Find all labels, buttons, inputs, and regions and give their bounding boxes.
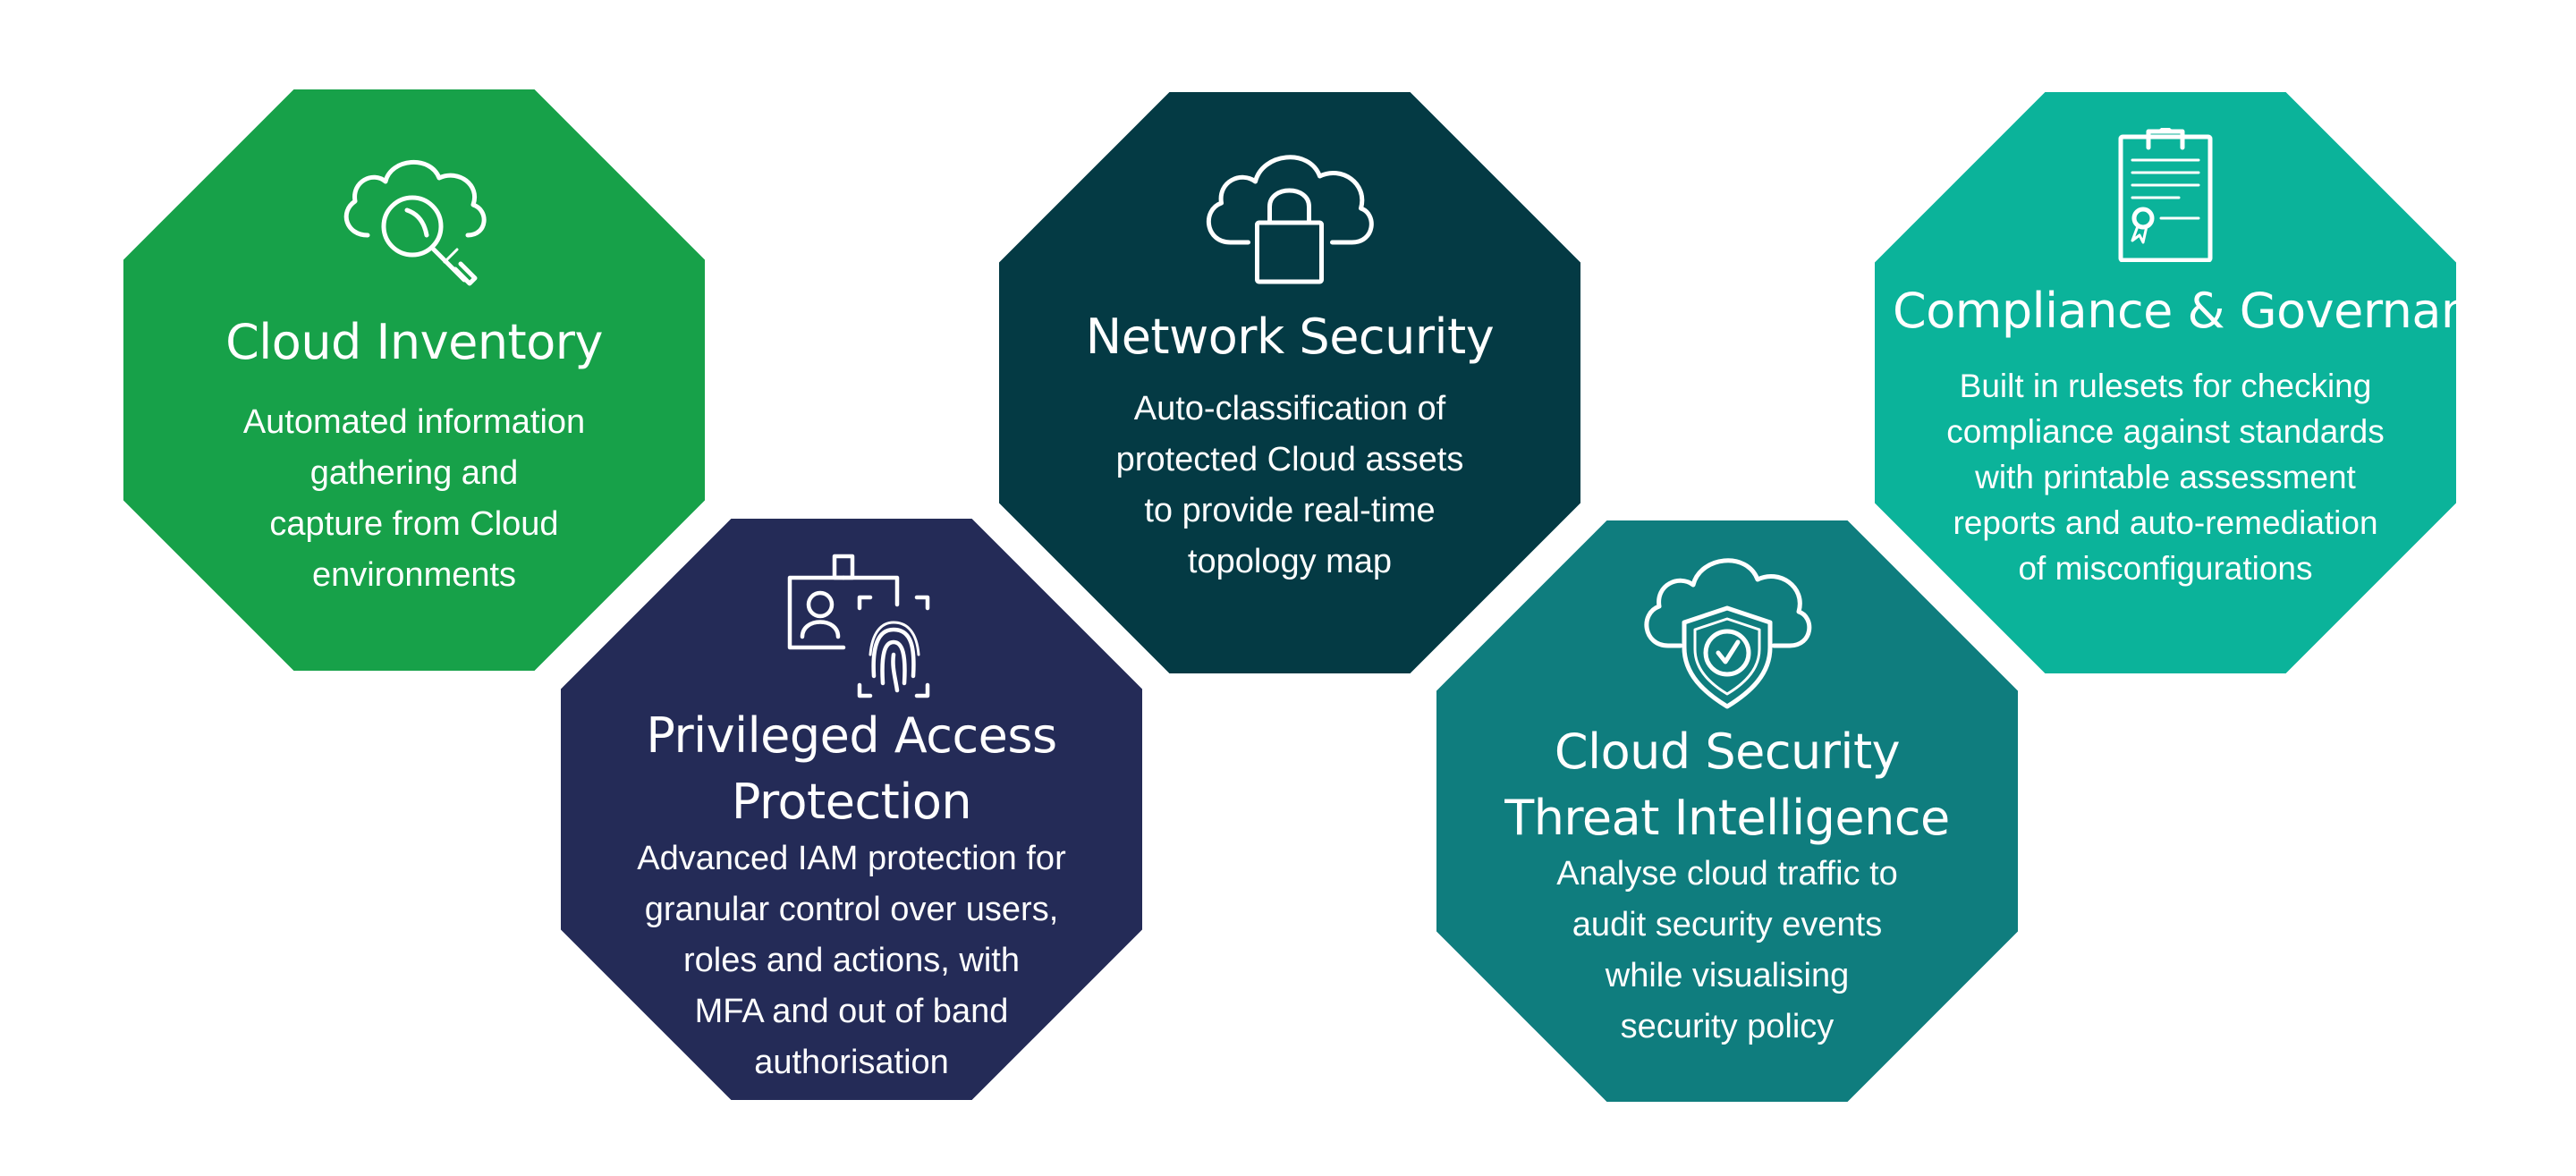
cloud-inventory-card: Cloud Inventory Automated information ga… [123, 89, 705, 671]
description-line: to provide real-time [1144, 492, 1436, 529]
compliance-governance-title: Compliance & Governance [1893, 278, 2456, 344]
title-line: Compliance & Governance [1893, 283, 2527, 339]
description-line: environments [311, 556, 517, 594]
cloud-shield-check-icon [1644, 558, 1812, 709]
network-security-description: Auto-classification of protected Cloud a… [1026, 384, 1554, 588]
compliance-governance-description: Built in rulesets for checking complianc… [1902, 363, 2429, 591]
threat-intelligence-title: Cloud Security Threat Intelligence [1454, 719, 2000, 851]
description-line: Built in rulesets for checking [1959, 368, 2372, 404]
cloud-search-icon [343, 160, 487, 286]
certificate-clipboard-icon [2118, 128, 2213, 262]
privileged-access-title: Privileged Access Protection [579, 703, 1124, 835]
description-line: compliance against standards [1946, 413, 2385, 450]
description-line: topology map [1187, 543, 1393, 580]
cloud-lock-icon [1206, 155, 1374, 284]
description-line: reports and auto-remediation [1953, 504, 2378, 541]
description-line: roles and actions, with [683, 942, 1020, 979]
title-line: Privileged Access [646, 707, 1057, 764]
description-line: Auto-classification of [1133, 390, 1446, 427]
description-line: of misconfigurations [2018, 550, 2313, 587]
network-security-card: Network Security Auto-classification of … [999, 92, 1580, 673]
privileged-access-card: Privileged Access Protection Advanced IA… [561, 519, 1142, 1100]
cloud-inventory-title: Cloud Inventory [141, 309, 687, 376]
description-line: gathering and [309, 454, 519, 492]
title-line: Network Security [1085, 309, 1495, 365]
description-line: audit security events [1572, 906, 1883, 943]
description-line: security policy [1620, 1008, 1835, 1045]
description-line: Automated information [242, 403, 586, 441]
description-line: Analyse cloud traffic to [1556, 855, 1898, 893]
title-line: Cloud Security [1554, 723, 1901, 780]
id-badge-fingerprint-icon [787, 554, 930, 698]
description-line: capture from Cloud [269, 505, 559, 543]
title-line: Protection [731, 774, 972, 830]
title-line: Cloud Inventory [225, 314, 603, 370]
cloud-inventory-description: Automated information gathering and capt… [150, 397, 678, 601]
threat-intelligence-description: Analyse cloud traffic to audit security … [1463, 849, 1991, 1053]
privileged-access-description: Advanced IAM protection for granular con… [588, 833, 1115, 1088]
description-line: MFA and out of band [694, 993, 1009, 1030]
description-line: Advanced IAM protection for [637, 840, 1066, 877]
description-line: while visualising [1605, 957, 1850, 994]
description-line: granular control over users, [644, 891, 1059, 928]
compliance-governance-card: Compliance & Governance Built in ruleset… [1875, 92, 2456, 673]
description-line: authorisation [754, 1044, 949, 1081]
threat-intelligence-card: Cloud Security Threat Intelligence Analy… [1436, 520, 2018, 1102]
description-line: with printable assessment [1975, 459, 2356, 495]
network-security-title: Network Security [1017, 304, 1563, 370]
description-line: protected Cloud assets [1115, 441, 1464, 478]
title-line: Threat Intelligence [1504, 790, 1950, 846]
